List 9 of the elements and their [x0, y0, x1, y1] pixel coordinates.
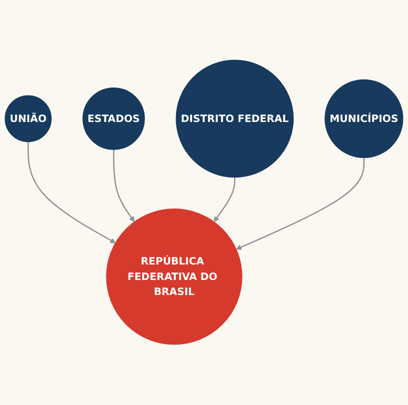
node-circle: UNIÃO	[4, 96, 52, 142]
node-circle: ESTADOS	[82, 88, 145, 150]
arrow	[28, 142, 116, 244]
node-circle: MUNICÍPIOS	[324, 80, 404, 158]
arrow	[214, 178, 236, 222]
node-circle: DISTRITO FEDERAL	[176, 60, 294, 178]
arrow	[113, 150, 135, 222]
node-circle: REPÚBLICA FEDERATIVA DO BRASIL	[106, 208, 242, 345]
arrow	[236, 158, 365, 250]
